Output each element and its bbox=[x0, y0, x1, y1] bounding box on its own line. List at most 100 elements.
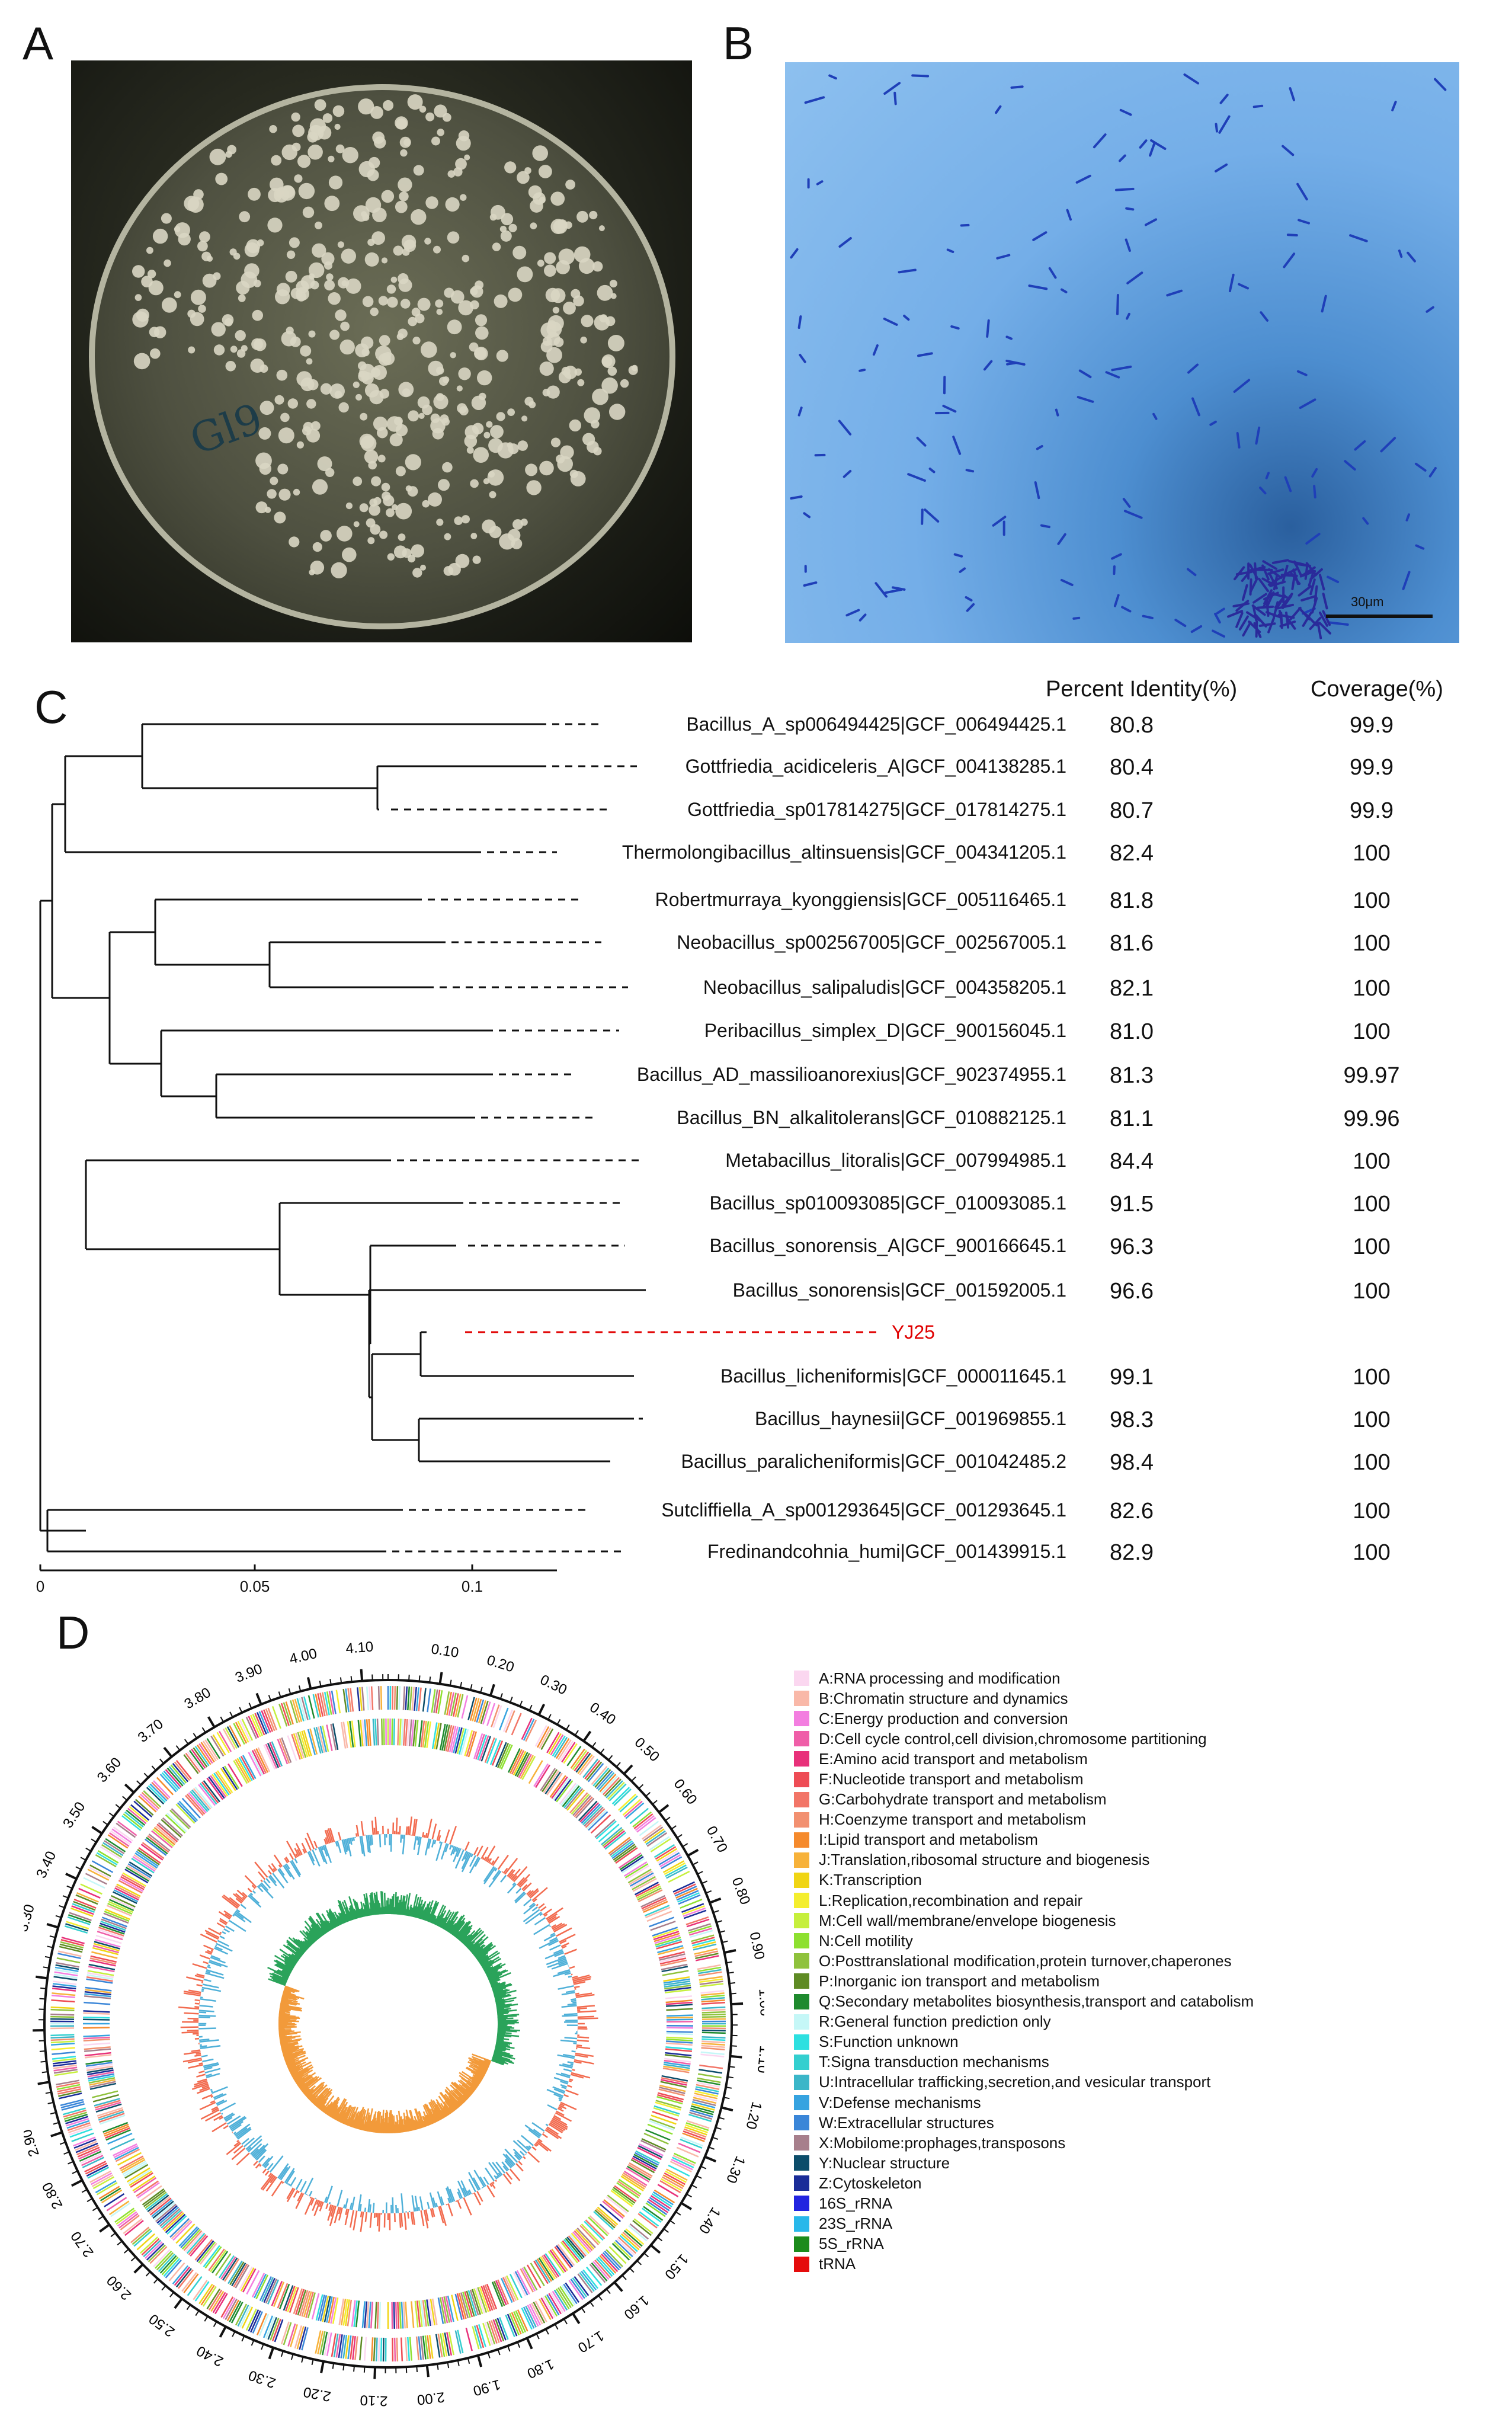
gc-skew bbox=[491, 1981, 506, 1988]
cog-feature bbox=[323, 2296, 331, 2323]
colony bbox=[342, 547, 357, 562]
gc-skew bbox=[466, 2066, 485, 2078]
cog-feature bbox=[683, 1907, 706, 1917]
gc-content bbox=[546, 2088, 564, 2097]
gc-content bbox=[434, 1839, 437, 1845]
gc-content bbox=[210, 1955, 221, 1960]
gc-content bbox=[467, 2190, 470, 2196]
gc-content bbox=[468, 2178, 476, 2193]
colony bbox=[146, 247, 153, 254]
gc-skew bbox=[331, 2108, 338, 2119]
colony bbox=[310, 421, 321, 431]
cog-feature bbox=[91, 1951, 118, 1959]
gc-content bbox=[229, 2117, 247, 2129]
gc-skew bbox=[310, 1925, 322, 1938]
gc-skew bbox=[495, 1998, 502, 2001]
gc-content bbox=[505, 2153, 516, 2165]
cog-feature bbox=[116, 1822, 136, 1838]
cog-feature bbox=[305, 2292, 314, 2318]
gc-skew bbox=[273, 1960, 293, 1972]
genome-minor-tick bbox=[280, 2350, 284, 2357]
cog-feature bbox=[424, 2299, 430, 2327]
cog-feature bbox=[105, 2127, 130, 2139]
gc-content bbox=[287, 2183, 289, 2185]
colony bbox=[500, 230, 512, 242]
cog-feature bbox=[653, 1931, 680, 1941]
gc-skew bbox=[337, 2110, 345, 2122]
cog-feature bbox=[215, 1771, 232, 1794]
cog-feature bbox=[426, 1721, 431, 1748]
gc-skew bbox=[323, 2104, 330, 2113]
cog-feature bbox=[622, 2174, 645, 2190]
gc-content bbox=[518, 2161, 523, 2165]
gc-skew bbox=[339, 2107, 348, 2123]
genome-minor-tick bbox=[210, 1721, 215, 1728]
cog-feature bbox=[566, 1789, 585, 1811]
gc-skew bbox=[497, 2012, 508, 2015]
colony bbox=[278, 427, 294, 444]
gc-skew bbox=[482, 1957, 502, 1970]
gc-skew bbox=[459, 2084, 472, 2096]
cog-feature bbox=[319, 2331, 326, 2355]
gc-content bbox=[236, 2140, 239, 2143]
gc-skew bbox=[495, 1996, 517, 2003]
gc-skew bbox=[467, 1941, 476, 1949]
gc-skew bbox=[493, 1989, 504, 1993]
cog-feature bbox=[540, 2297, 554, 2319]
gc-skew bbox=[281, 1995, 297, 2001]
cog-feature bbox=[191, 1789, 210, 1811]
gc-content bbox=[374, 1816, 377, 1835]
gc-content bbox=[288, 2183, 291, 2186]
cog-feature bbox=[550, 2292, 564, 2313]
gc-content bbox=[205, 2112, 222, 2122]
cog-feature bbox=[68, 2124, 91, 2133]
gc-content bbox=[564, 1948, 577, 1955]
gc-skew bbox=[280, 2005, 301, 2011]
cog-feature bbox=[579, 1755, 595, 1775]
gc-content bbox=[417, 1836, 421, 1845]
gc-skew bbox=[466, 1931, 485, 1948]
colony bbox=[472, 555, 481, 564]
bacterial-cell bbox=[1152, 412, 1158, 420]
genome-minor-tick bbox=[490, 1689, 493, 1696]
cog-feature bbox=[153, 1827, 175, 1845]
cog-feature bbox=[75, 1894, 98, 1905]
cog-feature bbox=[113, 1889, 139, 1903]
gc-skew bbox=[319, 2101, 327, 2110]
gc-content bbox=[233, 1913, 246, 1922]
bacterial-cell bbox=[1354, 440, 1366, 451]
gc-content bbox=[492, 2162, 503, 2176]
cog-feature bbox=[663, 1978, 690, 1984]
cog-feature bbox=[659, 1854, 681, 1868]
genome-minor-tick bbox=[55, 1915, 62, 1918]
colony bbox=[307, 132, 318, 143]
cog-feature bbox=[168, 2262, 185, 2281]
gc-content bbox=[203, 1979, 212, 1982]
cog-feature bbox=[265, 2316, 276, 2339]
cell-cluster bbox=[1319, 612, 1328, 627]
cog-feature bbox=[267, 2279, 279, 2305]
gc-content bbox=[307, 1851, 315, 1865]
gc-content bbox=[322, 1845, 328, 1857]
gc-content bbox=[563, 2053, 575, 2057]
gc-content bbox=[263, 2156, 274, 2168]
gc-skew bbox=[493, 2054, 511, 2061]
cog-feature bbox=[110, 1895, 136, 1908]
gc-skew bbox=[447, 1916, 459, 1932]
cog-feature bbox=[174, 1761, 190, 1781]
genome-minor-tick bbox=[547, 1714, 552, 1720]
gc-skew bbox=[296, 2074, 311, 2085]
cog-feature bbox=[78, 2149, 101, 2160]
gc-content bbox=[571, 2050, 576, 2053]
cog-feature bbox=[257, 1747, 271, 1772]
cog-feature bbox=[480, 1736, 491, 1762]
cog-feature bbox=[285, 1701, 294, 1725]
cog-feature bbox=[88, 1866, 110, 1879]
cog-feature bbox=[376, 1719, 379, 1746]
gc-content bbox=[225, 2117, 233, 2122]
gc-content bbox=[558, 1985, 574, 1990]
bacterial-cell bbox=[1057, 533, 1066, 545]
legend-label: F:Nucleotide transport and metabolism bbox=[819, 1770, 1084, 1788]
cog-feature bbox=[52, 2051, 76, 2055]
genome-minor-tick bbox=[213, 2321, 217, 2327]
